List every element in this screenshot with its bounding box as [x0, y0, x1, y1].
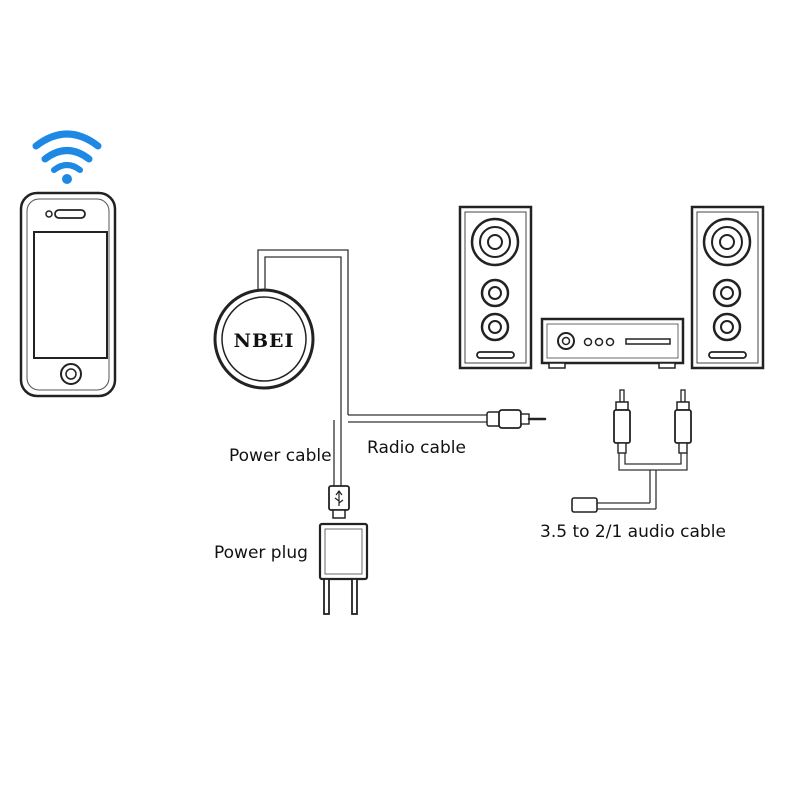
usb-icon	[334, 490, 344, 506]
rca-right-collar	[676, 401, 690, 411]
speaker-left-woofer-core	[487, 234, 503, 250]
speaker-right-driver-mid	[712, 278, 742, 308]
wifi-arc-inner	[51, 162, 83, 173]
speaker-right-woofer-mid	[711, 226, 743, 258]
phone-body-inner	[26, 198, 110, 391]
speaker-right-driver-mid-core	[720, 286, 734, 300]
power-adapter	[318, 522, 369, 615]
speaker-right-inner	[696, 211, 759, 364]
rca-right-body	[674, 409, 692, 444]
speaker-left-driver-mid-core	[488, 286, 502, 300]
speaker-right-port	[708, 351, 747, 359]
rca-wire-down	[649, 470, 657, 509]
jack-body	[498, 409, 522, 429]
phone-home-button-inner	[65, 368, 77, 380]
amplifier-body	[540, 317, 685, 365]
adapter-face	[324, 528, 363, 575]
amplifier-knob	[557, 332, 575, 350]
label-audio-cable: 3.5 to 2/1 audio cable	[540, 522, 726, 542]
receiver-inner-ring	[221, 296, 307, 382]
amplifier-button-2	[594, 337, 604, 347]
speaker-left-driver-low	[480, 312, 510, 342]
rca-left-body	[613, 409, 631, 444]
rca-wire-left	[618, 453, 650, 471]
rca-wire-to-jack	[597, 502, 656, 510]
wifi-dot	[62, 174, 72, 184]
amplifier-button-3	[605, 337, 615, 347]
phone-camera	[45, 210, 53, 218]
adapter-prong-right	[351, 578, 358, 615]
rca-jack-end	[571, 497, 598, 513]
amplifier-foot-right	[658, 362, 676, 369]
rca-wire-join	[650, 463, 656, 471]
receiver-brand-text: NBEI	[234, 330, 295, 352]
speaker-left-woofer-mid	[479, 226, 511, 258]
receiver-outer-ring	[213, 288, 315, 390]
speaker-right-woofer	[702, 217, 752, 267]
speaker-right-woofer-core	[719, 234, 735, 250]
phone-screen	[33, 231, 108, 359]
adapter-prong-left	[323, 578, 330, 615]
speaker-left-driver-low-core	[488, 320, 502, 334]
smartphone-icon	[19, 191, 117, 398]
adapter-body	[318, 522, 369, 581]
wifi-arc-middle	[41, 147, 93, 163]
rca-left-tip	[619, 389, 625, 403]
usb-tip	[332, 509, 346, 519]
wifi-arc-outer	[32, 130, 102, 150]
usb-connector	[328, 485, 350, 519]
amplifier	[540, 317, 685, 369]
rca-wire-right	[656, 453, 688, 471]
cable-loop-outer	[257, 249, 349, 415]
jack-boot	[486, 411, 501, 427]
amplifier-button-1	[583, 337, 593, 347]
speaker-left-inner	[464, 211, 527, 364]
receiver-cables	[257, 249, 487, 486]
phone-home-button	[60, 363, 82, 385]
speaker-right-driver-low-core	[720, 320, 734, 334]
rca-left-collar	[615, 401, 629, 411]
amplifier-knob-core	[561, 336, 571, 346]
cable-loop-inner	[264, 256, 342, 420]
amplifier-foot-left	[548, 362, 566, 369]
label-power-plug: Power plug	[214, 543, 308, 563]
phone-speaker-slot	[54, 209, 86, 219]
speaker-left-driver-mid	[480, 278, 510, 308]
phone-body	[19, 191, 117, 398]
amplifier-display	[625, 338, 671, 345]
rca-right-tip	[680, 389, 686, 403]
label-radio-cable: Radio cable	[367, 438, 466, 458]
amplifier-face	[546, 323, 679, 359]
rca-right-boot	[678, 442, 688, 454]
speaker-left-woofer	[470, 217, 520, 267]
radio-cable-jack	[486, 409, 547, 429]
bluetooth-receiver-puck: NBEI	[213, 288, 315, 390]
speaker-left	[458, 205, 533, 370]
speaker-left-port	[476, 351, 515, 359]
rca-left-boot	[617, 442, 627, 454]
rca-audio-cable	[571, 389, 692, 513]
wifi-icon	[32, 130, 102, 184]
speaker-right	[690, 205, 765, 370]
label-power-cable: Power cable	[229, 446, 332, 466]
speaker-right-driver-low	[712, 312, 742, 342]
